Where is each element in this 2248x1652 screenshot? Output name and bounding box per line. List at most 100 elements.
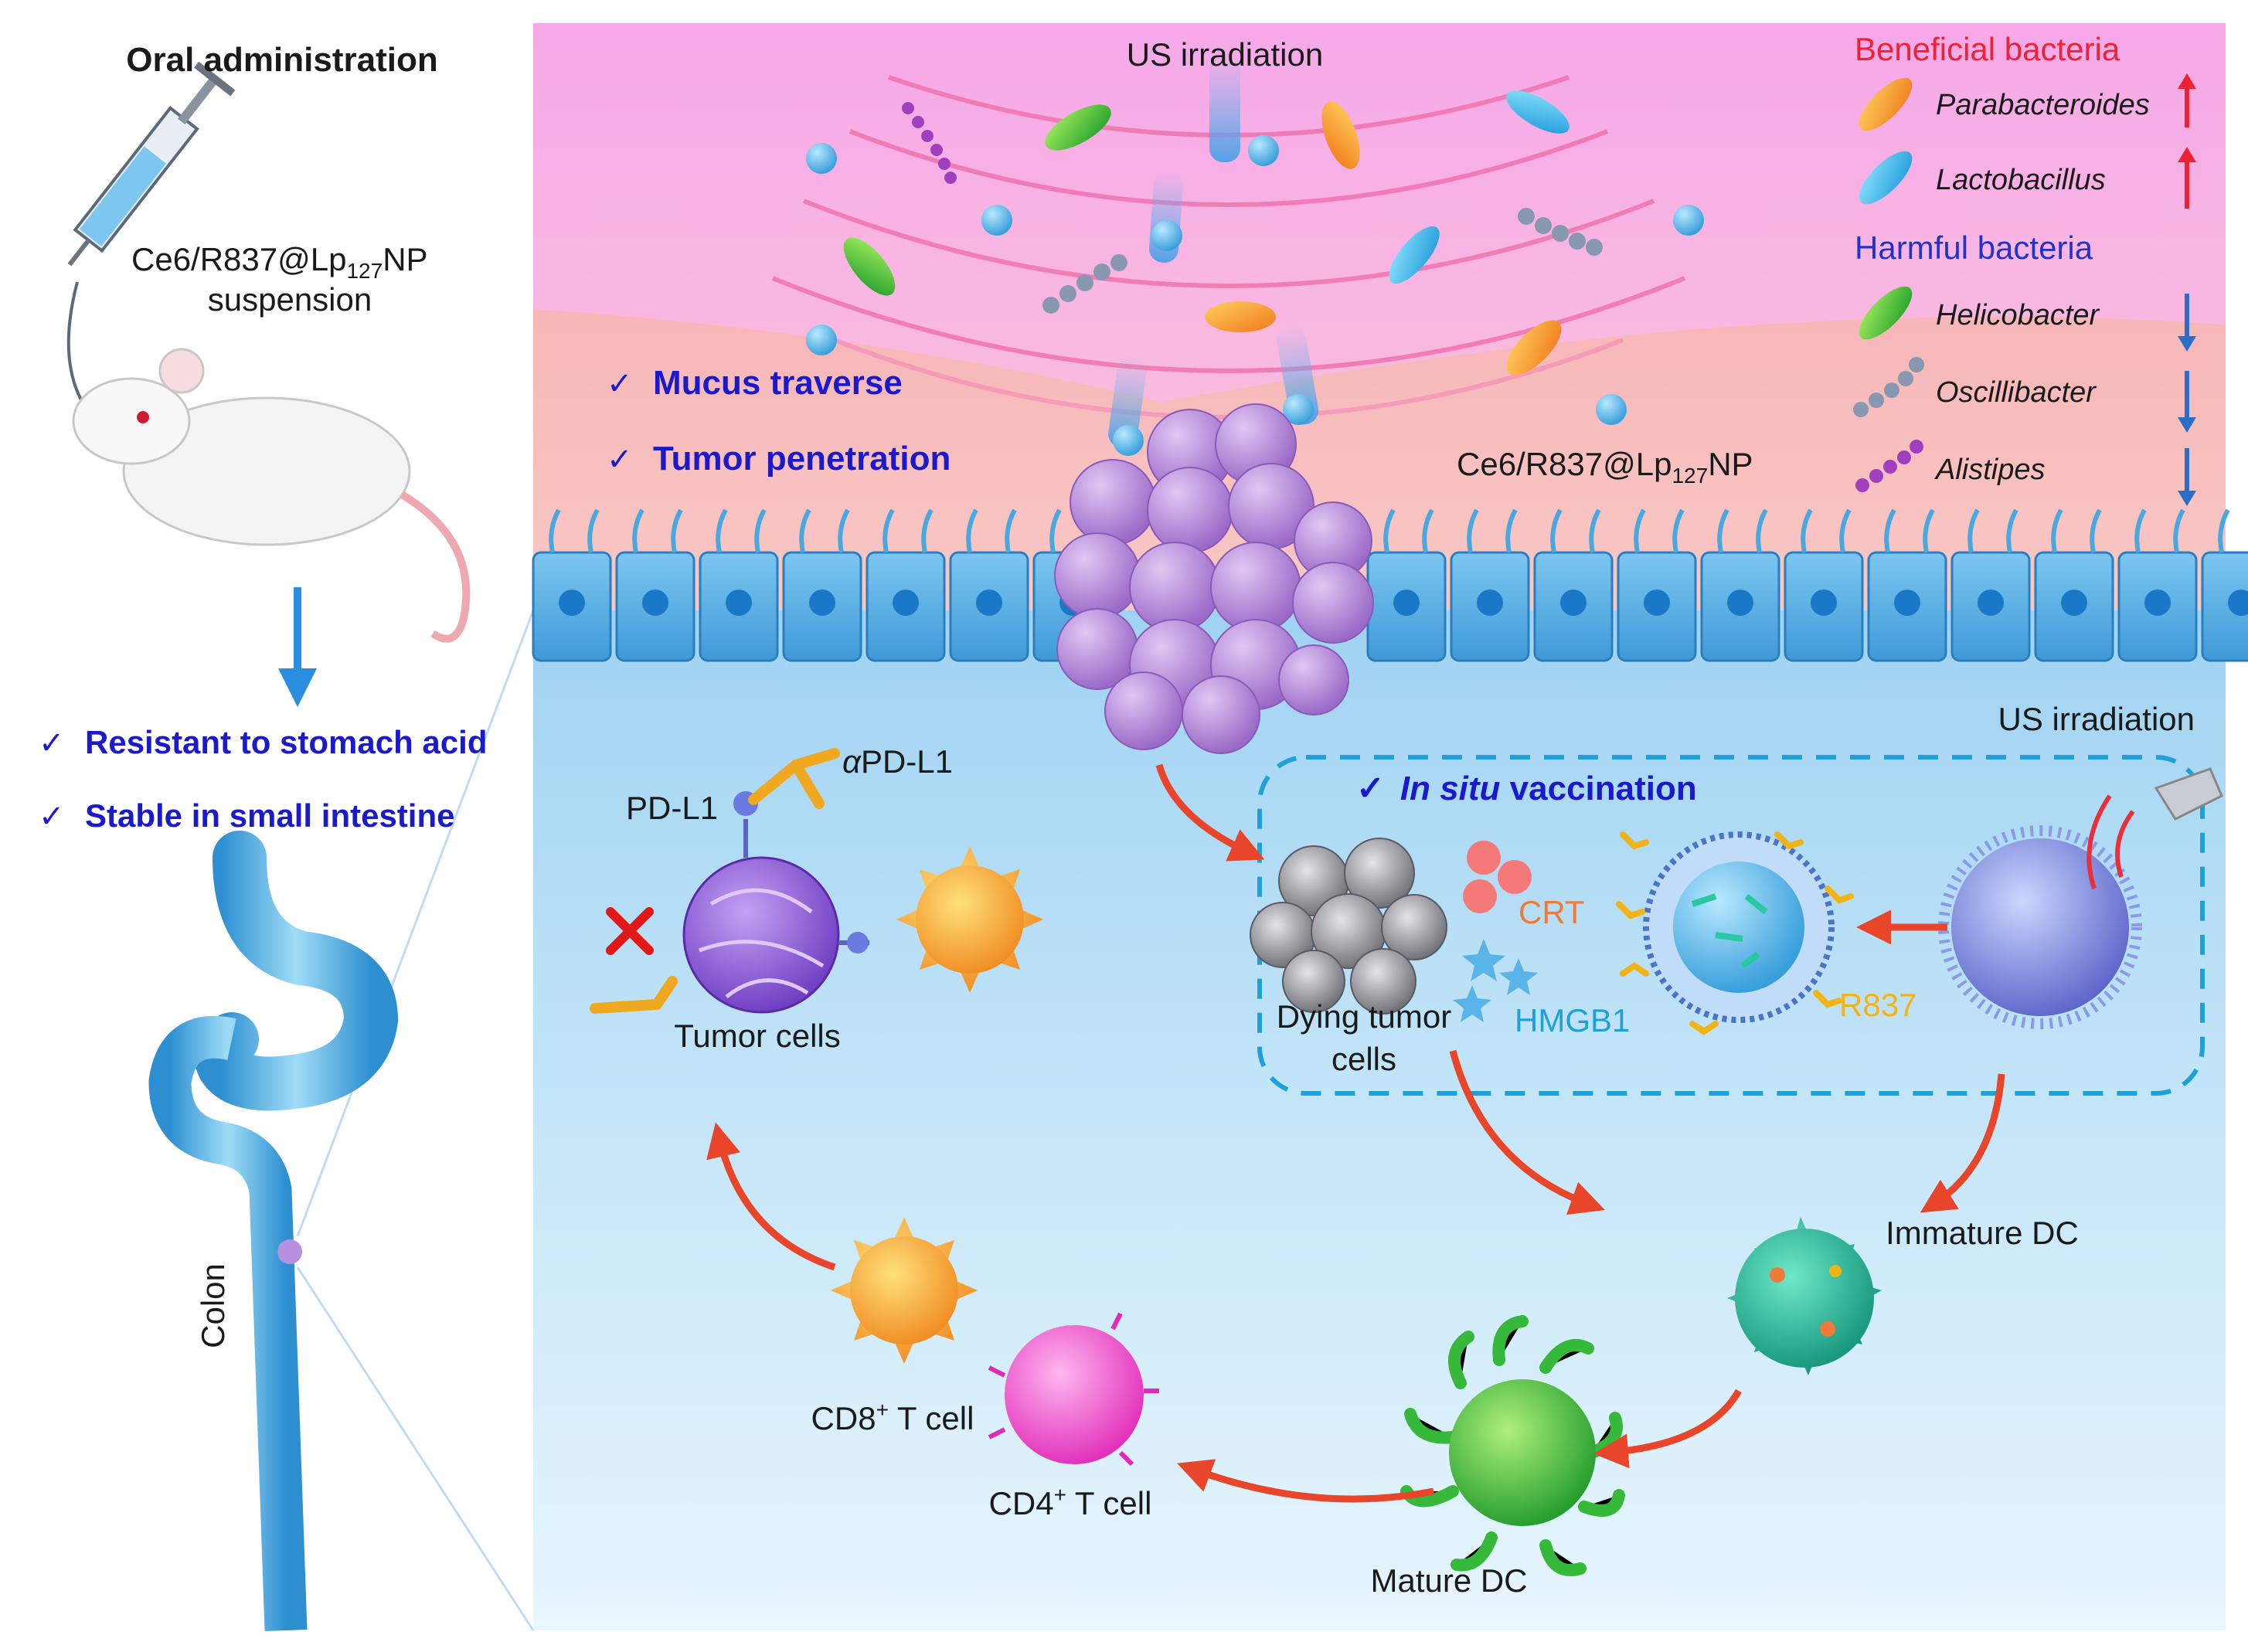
labels: Oral administration Ce6/R837@Lp127NP sus… [39,31,2195,1599]
cell-nucleus [726,590,752,616]
mature-dc-body [1449,1379,1596,1526]
antibody-icon [590,748,840,1014]
cell-nucleus [1644,590,1670,616]
cd8-label: CD8+ T cell [811,1398,974,1436]
lactobacillus-icon [1859,151,1913,205]
cell-nucleus [1393,590,1420,616]
us-probe-icon [2086,767,2223,889]
cell-nucleus [976,590,1002,616]
zoom-line-top [296,610,535,1237]
immature-dc-label: Immature DC [1886,1215,2079,1251]
check-icon: ✓ [607,367,633,401]
flow-arrows [706,763,2005,1503]
nanoparticle-icon [806,135,1704,456]
cell-nucleus [809,590,835,616]
bacteria-scatter [806,90,1704,456]
microvillus [966,508,978,553]
dying-label-2: cells [1331,1041,1396,1077]
syringe-label: Ce6/R837@Lp127NP [131,241,428,283]
dying-tumor-cells [1250,838,1447,1015]
vaccination-label: ✓In situ vaccination [1356,770,1697,807]
microvillus [1672,508,1685,553]
anti-pdl1-label: αPD-L1 [842,743,953,780]
small-intestine-label: Stable in small intestine [85,797,454,834]
microvillus [1884,508,1896,553]
tumor-cluster [1054,403,1374,754]
parabacteroides-icon [1859,77,1913,131]
microvillus [1467,508,1479,553]
zoom-line-bottom [296,1266,535,1631]
microvillus [754,508,767,553]
np-label: Ce6/R837@Lp127NP [1457,446,1753,488]
killer-t-cell [896,846,1043,993]
microvillus [1756,508,1768,553]
check-icon: ✓ [607,443,633,477]
mature-dc-label: Mature DC [1370,1562,1527,1599]
microvillus [1550,508,1563,553]
microvillus [799,508,811,553]
r837-label: R837 [1839,987,1916,1023]
harmful-title: Harmful bacteria [1855,229,2093,266]
submucosa-region [533,610,2226,1630]
gi-tract-icon [148,831,399,1631]
microvillus [883,508,895,553]
up-arrow-icon [2178,73,2196,89]
microvillus [1923,508,1935,553]
cell-nucleus [2061,590,2087,616]
microvillus [1422,508,1434,553]
orange-bacterium-icon [1205,301,1276,332]
lactobacillus-label: Lactobacillus [1936,164,2106,196]
alistipes-icon [1855,440,1923,492]
microvillus [2218,508,2230,553]
hmgb1-star-icon [1453,939,1538,1022]
microvillus [716,508,728,553]
beneficial-title: Beneficial bacteria [1855,31,2120,67]
microvillus [2134,508,2147,553]
microvillus [2051,508,2063,553]
microvillus [587,508,600,553]
down-arrow-icon [2178,491,2196,506]
mucus-traverse-label: Mucus traverse [653,364,903,402]
pdl1-label: PD-L1 [626,790,718,826]
cell-nucleus [1894,590,1920,616]
cell-nucleus [2228,590,2248,616]
parabacteroides-label: Parabacteroides [1936,89,2150,121]
orange-bacterium-icon [1321,101,1360,169]
microvillus [632,508,644,553]
hmgb1-label: HMGB1 [1515,1002,1630,1038]
microvillus [1634,508,1646,553]
colon-tumor-icon [277,1239,302,1264]
syringe-label-2: suspension [208,281,372,318]
microvillus [1717,508,1729,553]
microvillus [2090,508,2102,553]
microvillus [549,508,561,553]
alistipes-label: Alistipes [1934,454,2046,486]
syringe-icon [66,61,236,419]
cell-nucleus [1978,590,2004,616]
tumor-cells-label: Tumor cells [674,1018,840,1054]
stomach-acid-label: Resistant to stomach acid [85,724,487,760]
blue-bacterium-icon [1389,226,1440,284]
microvillus [1049,508,1062,553]
orange-bacterium-icon [1506,320,1562,376]
cross-mark-icon [606,907,654,955]
t-cell-contact [838,932,869,953]
immature-dc-cell [1727,1217,1882,1375]
cd4-t-cell [988,1312,1159,1467]
microvillus [1505,508,1518,553]
mouse-icon [72,348,471,643]
microvillus [671,508,683,553]
cell-nucleus [1560,590,1587,616]
down-arrow-icon [2178,417,2196,433]
crt-icon [1463,841,1532,913]
green-bacterium-icon [843,237,896,296]
pdl1-tumor-cell [682,856,840,1014]
epithelial-cell [2201,551,2248,662]
cell-nucleus [1811,590,1837,616]
cell-nucleus [2144,590,2171,616]
oral-title: Oral administration [126,41,437,79]
legend-icons [1853,73,2196,506]
colon-label: Colon [195,1263,231,1348]
microvillus [1839,508,1852,553]
